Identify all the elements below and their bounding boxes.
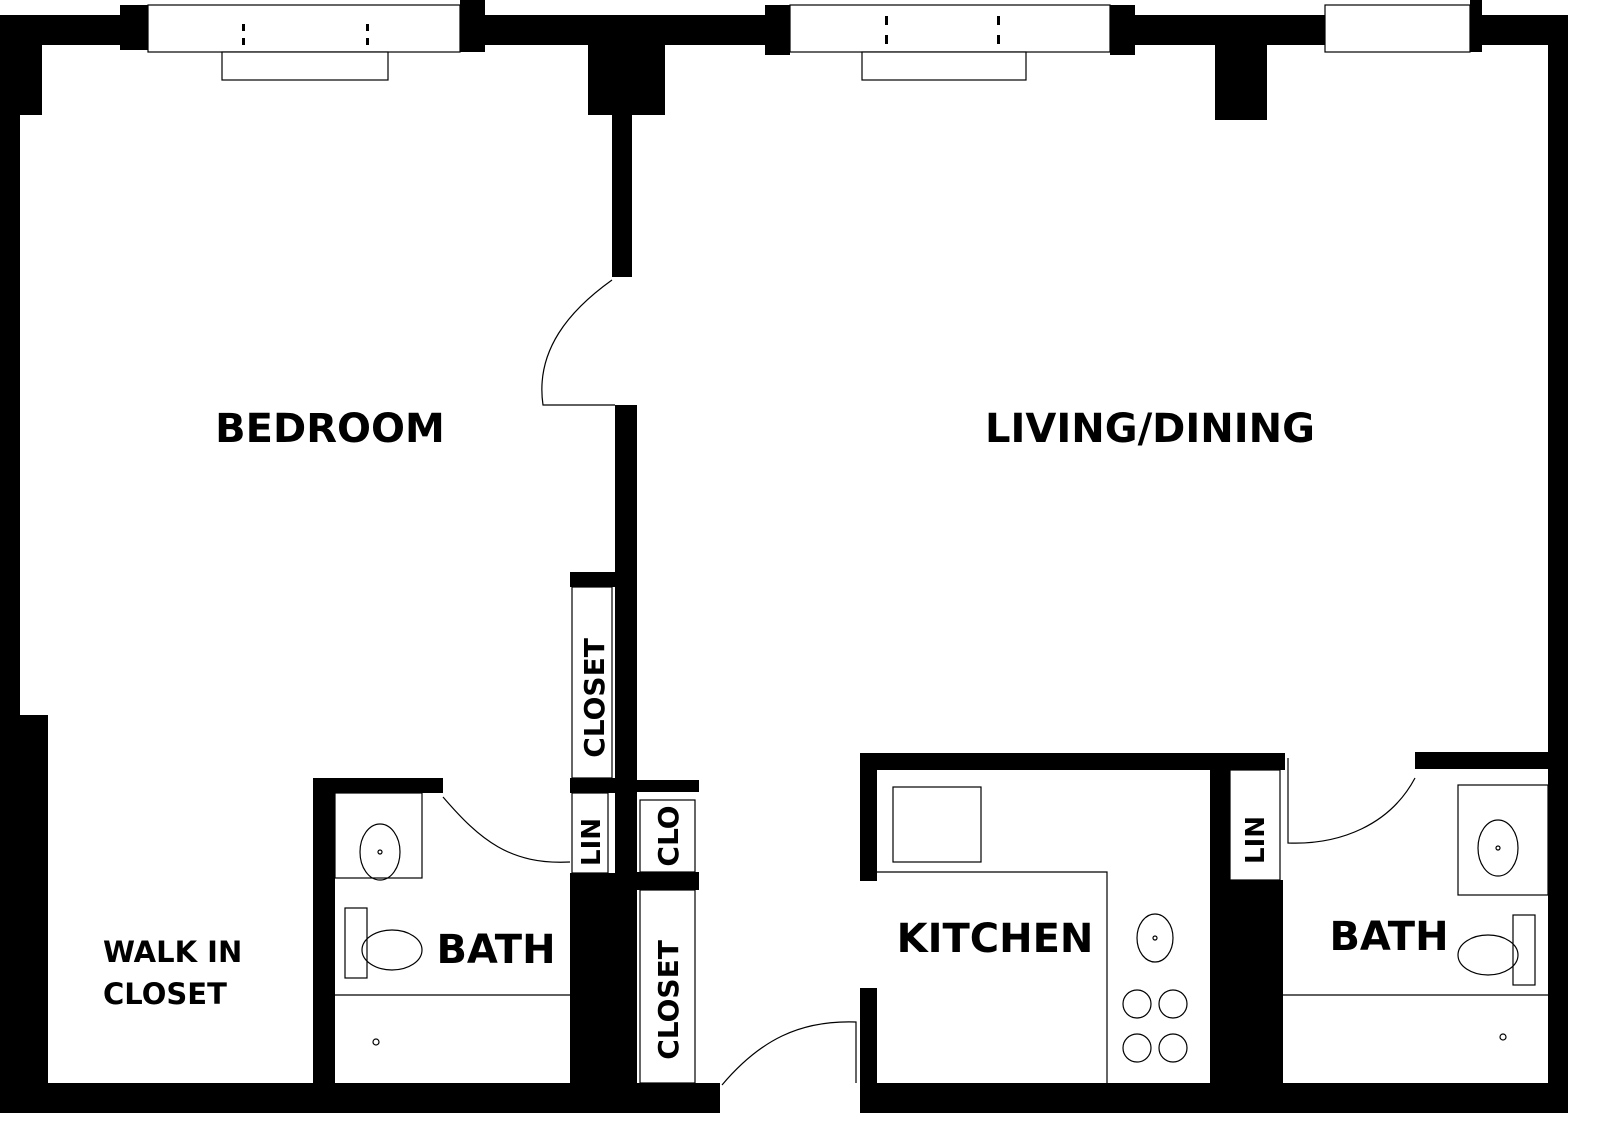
room-label-living-dining: LIVING/DINING — [985, 406, 1315, 452]
tub-drain-icon — [1499, 1033, 1507, 1041]
windows — [147, 4, 1471, 81]
left-bath-fixtures — [334, 792, 570, 1046]
room-label-walk-in-1: WALK IN — [103, 935, 242, 969]
tub-drain-icon — [372, 1038, 380, 1046]
bedroom-door-swing — [541, 279, 615, 406]
right-bath-door-swing — [1287, 758, 1416, 844]
room-label-bath-left: BATH — [436, 927, 555, 973]
sink-icon — [1477, 819, 1519, 877]
clo-box — [639, 799, 696, 873]
lin-right-box — [1229, 769, 1281, 881]
room-label-kitchen: KITCHEN — [897, 916, 1094, 962]
sink-icon — [359, 823, 401, 881]
refrigerator-icon — [892, 786, 982, 863]
bedroom-closet — [571, 586, 613, 779]
room-label-hall-closet: CLOSET — [652, 940, 685, 1060]
room-label-lin-right: LIN — [1241, 816, 1271, 864]
kitchen-fixtures — [877, 786, 1188, 1083]
toilet-tank-icon — [344, 907, 368, 979]
room-label-bedroom-closet: CLOSET — [578, 638, 611, 758]
room-label-lin-left: LIN — [577, 818, 607, 866]
left-bath-door-swing — [442, 796, 571, 863]
stove-burners-icon — [1122, 989, 1188, 1063]
kitchen-sink-icon — [1136, 913, 1174, 963]
room-label-bedroom: BEDROOM — [215, 406, 445, 452]
doors — [442, 279, 1416, 1086]
room-label-clo: CLO — [652, 805, 685, 866]
room-label-bath-right: BATH — [1329, 914, 1448, 960]
walls — [0, 0, 1568, 1113]
toilet-icon — [361, 929, 423, 971]
hall-closet — [639, 889, 696, 1084]
toilet-icon — [1457, 934, 1519, 976]
right-bath-fixtures — [1283, 784, 1549, 1041]
room-label-walk-in-2: CLOSET — [103, 977, 227, 1011]
toilet-tank-icon — [1512, 914, 1536, 986]
entry-door-swing — [721, 1021, 857, 1086]
lin-left-box — [571, 792, 609, 874]
